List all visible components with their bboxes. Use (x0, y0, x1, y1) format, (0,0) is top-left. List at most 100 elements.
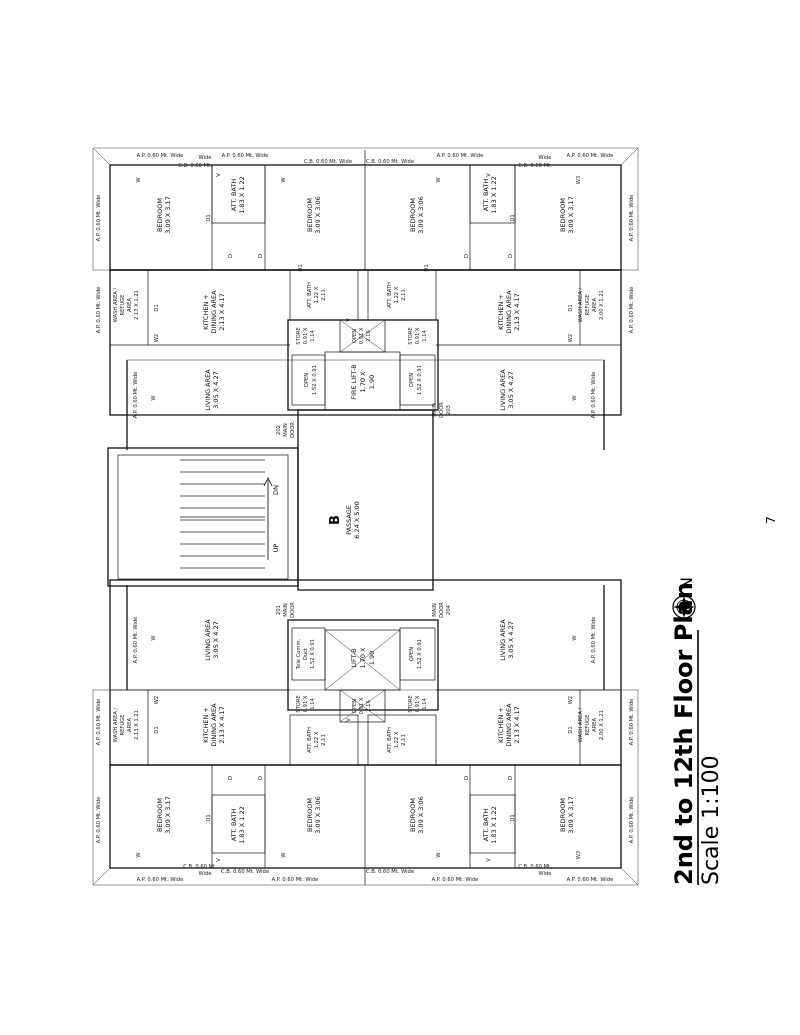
mark-w-1: W (151, 395, 157, 400)
bedroom-tc2-size: 3.09 X 3.06 (417, 196, 425, 234)
fire-lift-size1: 1.70 X (359, 371, 367, 393)
scale-label: Scale 1:100 (699, 755, 724, 885)
ledge-top-3: A.P. 0.60 Mt. Wide (437, 153, 484, 159)
wash-tr-size: 2.00 X 1.21 (599, 290, 605, 320)
kitchen-tl-label: KITCHEN + (202, 294, 210, 330)
bedroom-tc1-label: BEDROOM (306, 198, 314, 232)
lift-size2: 1.90 (368, 651, 376, 665)
door-204-l1: MAIN (432, 603, 438, 617)
fire-lift: FIRE LIFT-B 1.70 X 1.90 (350, 364, 376, 399)
kitchen-tl-size: 2.13 X 4.17 (218, 293, 226, 331)
cb-top-2: C.B. 0.60 Mt. Wide (304, 159, 352, 165)
open-duct-3: OPEN 1.52 X 0.91 (409, 639, 423, 669)
mark-d-2: D (258, 254, 264, 258)
wash-tr-label2: REFUGE (585, 295, 591, 316)
ledge-right-3: A.P. 0.60 Mt. Wide (591, 372, 597, 419)
bedroom-tc1-size: 3.09 X 3.06 (314, 196, 322, 234)
bedroom-bl-size: 3.09 X 3.17 (164, 796, 172, 834)
mark-d1-9: D1 (206, 814, 212, 821)
living-bl: LIVING AREA 3.05 X 4.27 (204, 619, 220, 661)
store-3: STORE 0.91 X 1.14 (296, 695, 316, 713)
living-tr: LIVING AREA 3.05 X 4.27 (499, 369, 515, 411)
lobby-open-top: OPEN 0.91 X 2.16 (352, 327, 372, 344)
mark-d-1: D (228, 254, 234, 258)
mark-v-3: V (216, 858, 222, 862)
store-4-size2: 1.14 (422, 698, 428, 710)
north-label: N (677, 577, 696, 589)
bath-bl-size: 1.83 X 1.22 (238, 806, 246, 844)
mark-d1-4: D1 (510, 214, 516, 221)
ledge-left-4: A.P. 0.60 Mt. Wide (133, 617, 139, 664)
wash-br-label3: AREA (592, 718, 598, 732)
bedroom-tl: BEDROOM 3.09 X 3.17 (156, 196, 172, 234)
wash-tl: WASH AREA / REFUGE AREA 2.13 X 1.21 (113, 287, 140, 322)
north-arrow-icon (672, 595, 696, 619)
mark-d-5: D (228, 776, 234, 780)
bedroom-bc2-size: 3.09 X 3.06 (417, 796, 425, 834)
lobby-open-bottom: OPEN 0.91 X 2.16 (352, 697, 372, 714)
lift-name: LIFT-B (350, 648, 358, 667)
lobby-open-bottom-label: OPEN (352, 699, 358, 713)
mark-v-6: V (346, 718, 352, 722)
lift-size1: 1.70 X (359, 647, 367, 669)
ledge-top-2: A.P. 0.60 Mt. Wide (222, 153, 269, 159)
kitchen-bl-label2: DINING AREA (210, 703, 218, 747)
wash-bl-label: WASH AREA / (113, 707, 119, 742)
bedroom-bc2: BEDROOM 3.09 X 3.06 (409, 796, 425, 834)
ledge-top-4: A.P. 0.60 Mt. Wide (567, 153, 614, 159)
wash-tr-label3: AREA (592, 298, 598, 312)
mark-w-6: W (151, 635, 157, 640)
bedroom-tr: BEDROOM 3.09 X 3.17 (559, 196, 575, 234)
mark-d1-3: D1 (424, 264, 430, 271)
bath-bc2-label: ATT. BATH (387, 727, 393, 753)
ledge-notes: A.P. 0.60 Mt. Wide A.P. 0.60 Mt. Wide A.… (96, 153, 635, 883)
door-201-l1: MAIN (283, 603, 289, 617)
wash-bl-label3: AREA (127, 718, 133, 732)
fire-lift-name: FIRE LIFT-B (350, 364, 358, 399)
tele-duct-label2: Duct (303, 648, 309, 660)
bath-tc2-size: 1.22 X (394, 286, 400, 303)
bath-bc1-label: ATT. BATH (307, 727, 313, 753)
kitchen-br: KITCHEN + DINING AREA 2.13 X 4.17 (497, 703, 521, 747)
cb-bot-4w: Wide (539, 871, 552, 877)
living-br: LIVING AREA 3.05 X 4.27 (499, 619, 515, 661)
lobby-open-bottom-size1: 0.91 X (359, 697, 365, 714)
mark-w-5: W (436, 177, 442, 182)
stair-treads (180, 459, 273, 569)
bath-bc1: ATT. BATH 1.22 X 2.11 (307, 727, 327, 753)
bath-tr: ATT. BATH 1.83 X 1.22 (482, 176, 498, 214)
bedroom-tr-size: 3.09 X 3.17 (567, 196, 575, 234)
ledge-left-6: A.P. 0.60 Mt. Wide (96, 797, 102, 844)
page-number: 7 (764, 516, 778, 524)
door-204-l2: DOOR (439, 602, 445, 618)
wash-tr-label: WASH AREA / (578, 287, 584, 322)
lobby-open-top-label: OPEN (352, 329, 358, 343)
kitchen-tl: KITCHEN + DINING AREA 2.13 X 4.17 (202, 290, 226, 334)
bedroom-br: BEDROOM 3.09 X 3.17 (559, 796, 575, 834)
passage-size: 6.24 X 5.00 (353, 501, 361, 539)
bath-bc2: ATT. BATH 1.22 X 2.11 (387, 727, 407, 753)
mark-v-5: V (346, 318, 352, 322)
living-bl-label: LIVING AREA (204, 619, 212, 661)
bath-bc1-size: 1.22 X (314, 731, 320, 748)
living-tl: LIVING AREA 3.05 X 4.27 (204, 369, 220, 411)
title-block: 2nd to 12th Floor Plan Scale 1:100 N (670, 577, 724, 885)
mark-d1-5: D1 (154, 304, 160, 311)
stair-arrow-icon (263, 477, 273, 560)
lobby-open-top-size1: 0.91 X (359, 327, 365, 344)
bedroom-tc1: BEDROOM 3.09 X 3.06 (306, 196, 322, 234)
wash-bl-label2: REFUGE (120, 715, 126, 736)
bedroom-br-size: 3.09 X 3.17 (567, 796, 575, 834)
store-4-size1: 0.91 X (415, 695, 421, 712)
outer-walls (92, 147, 639, 886)
living-tr-label: LIVING AREA (499, 369, 507, 411)
bath-tc1-size: 1.22 X (314, 286, 320, 303)
store-1-size2: 1.14 (310, 330, 316, 342)
bath-tc2-label: ATT. BATH (387, 282, 393, 308)
bath-bc2-size: 1.22 X (394, 731, 400, 748)
main-door-203: MAIN DOOR 203 (432, 402, 452, 418)
bath-tl: ATT. BATH 1.83 X 1.22 (230, 176, 246, 214)
ledge-left-1: A.P. 0.60 Mt. Wide (96, 195, 102, 242)
bath-br-label: ATT. BATH (482, 809, 490, 842)
tele-duct-size: 1.52 X 0.91 (310, 639, 316, 669)
